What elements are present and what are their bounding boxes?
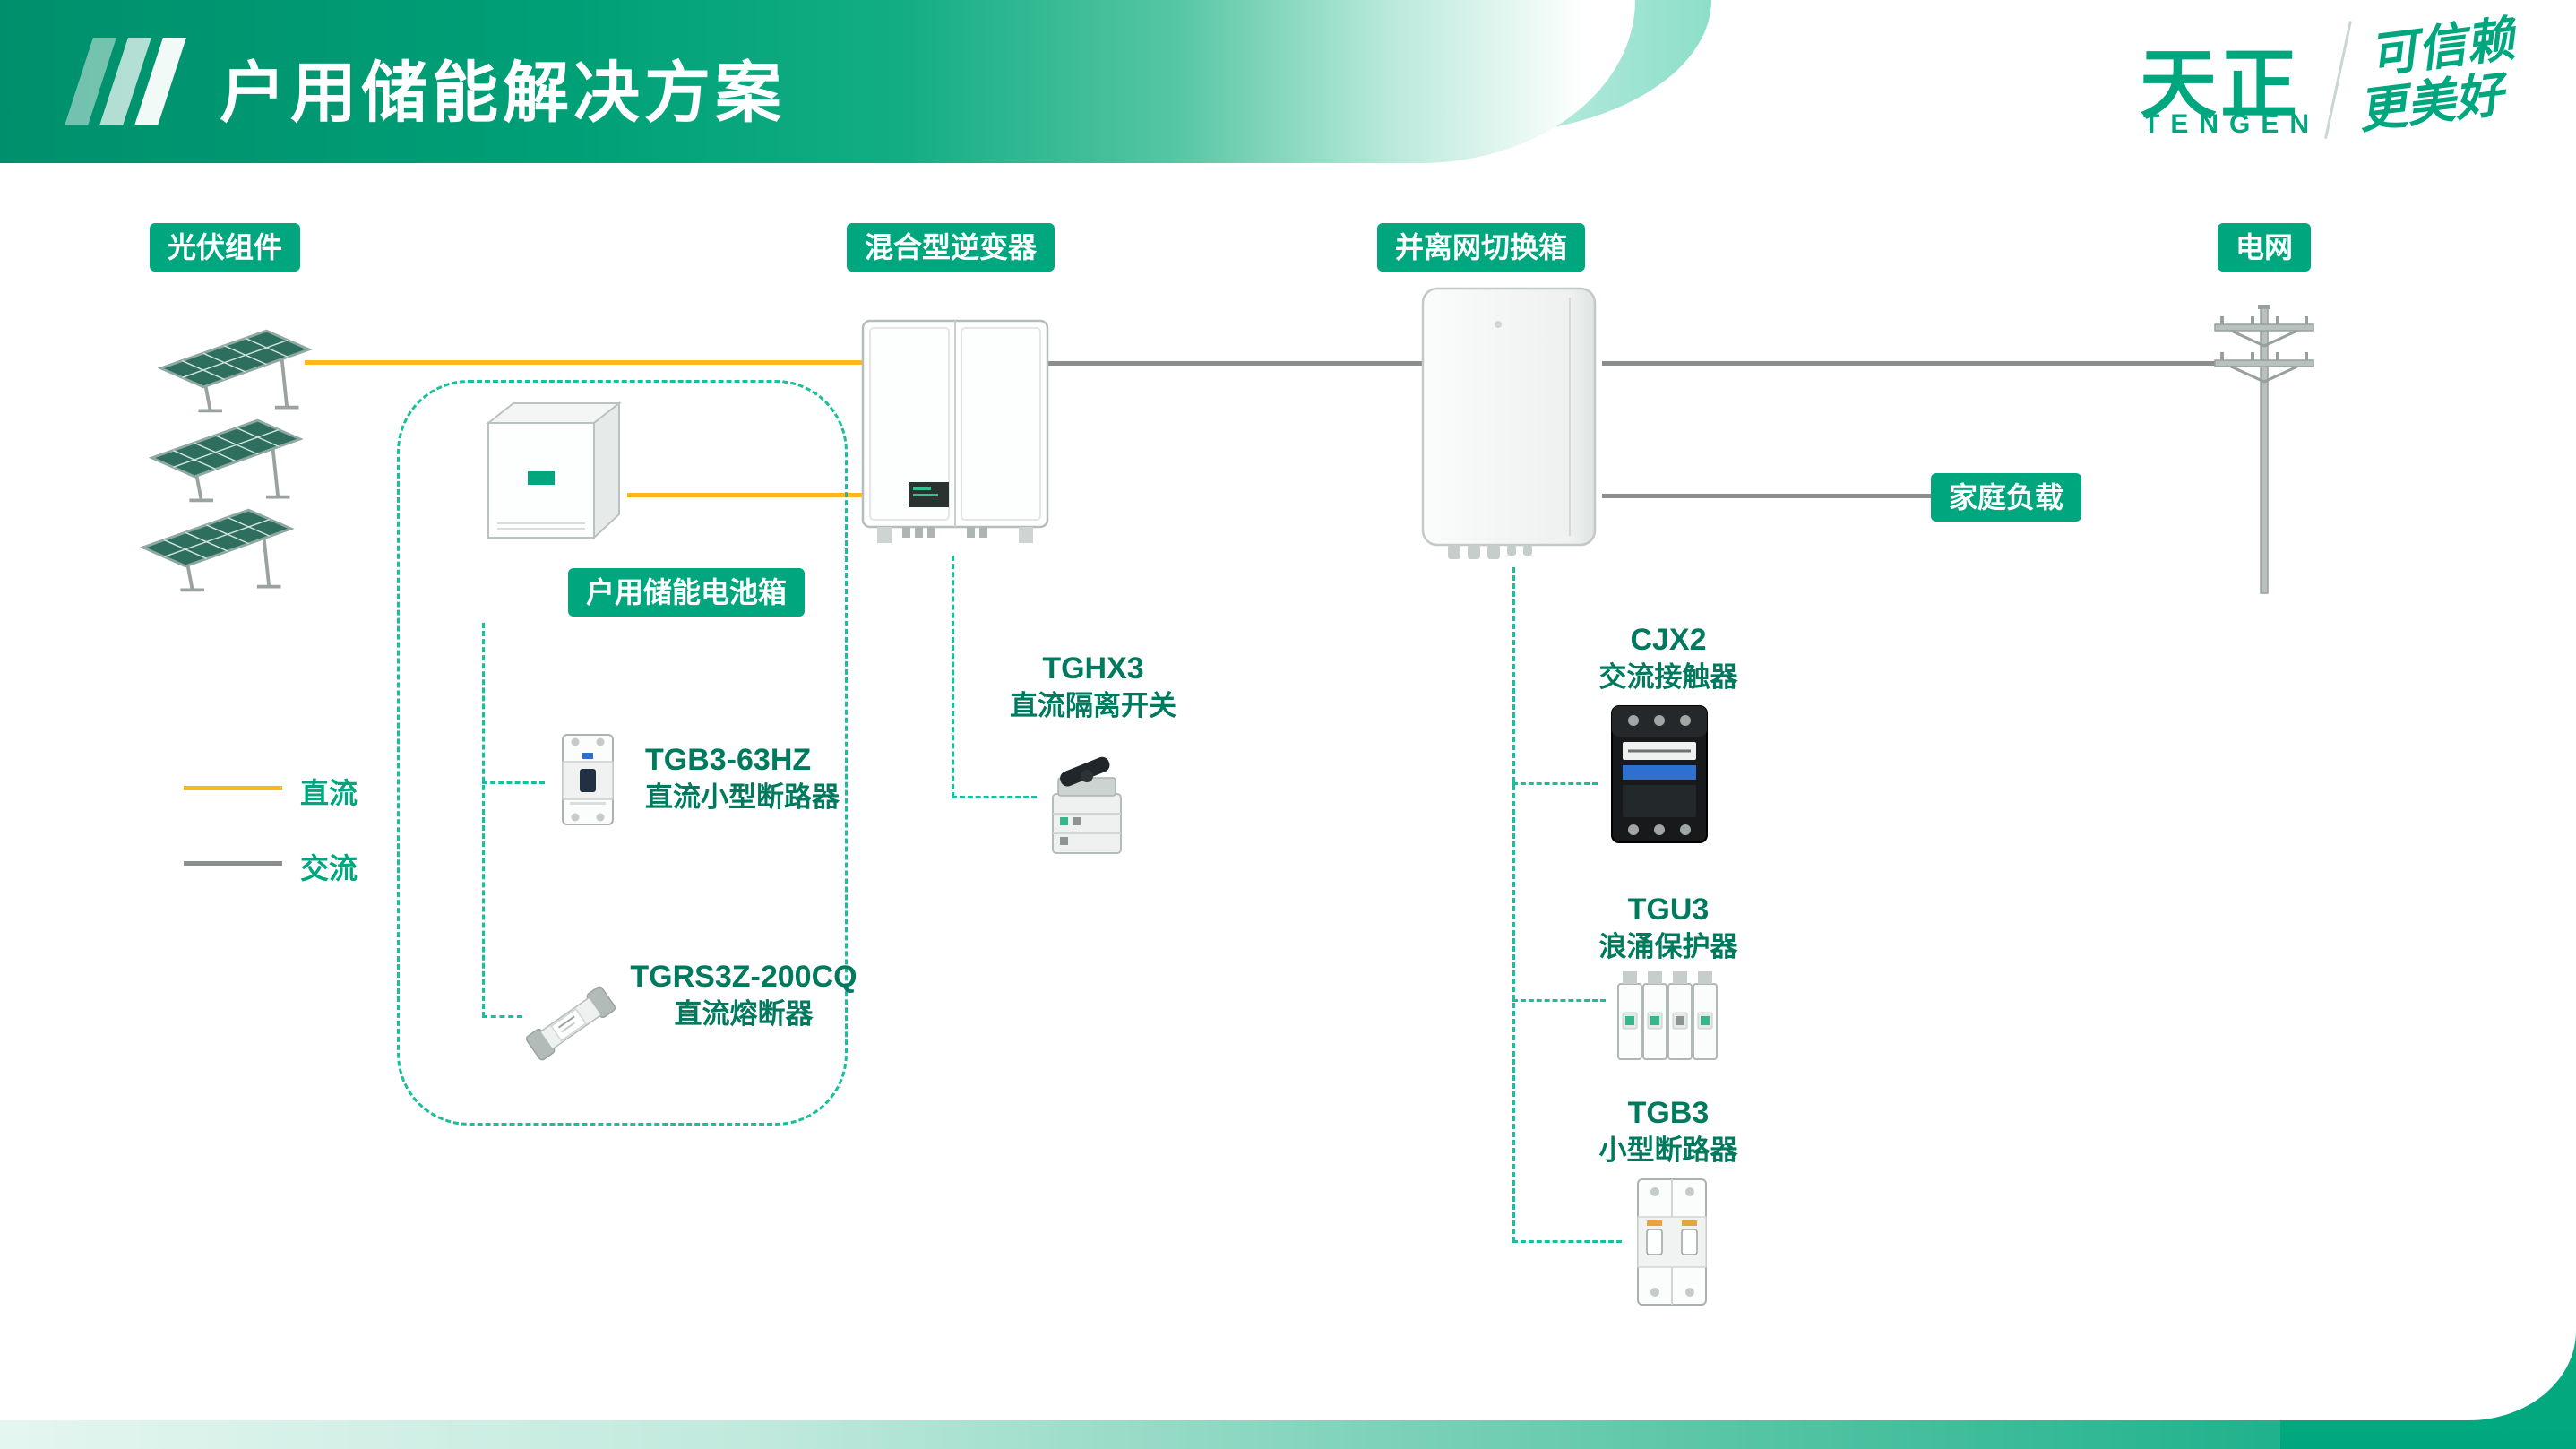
dashed-connector-to-dc-fuse <box>482 1015 522 1018</box>
dc-line-battery-to-inverter <box>627 493 863 497</box>
dc-isolator-caption: TGHX3 直流隔离开关 <box>1010 651 1176 722</box>
legend-dc-line <box>184 786 282 790</box>
dashed-connector-to-surge-protector <box>1512 999 1606 1002</box>
inverter-icon <box>861 319 1049 543</box>
ac-contactor-caption: CJX2 交流接触器 <box>1598 623 1738 694</box>
title-bars-icon <box>65 38 186 125</box>
dashed-connector-to-dc-breaker <box>482 781 545 784</box>
node-label-switchbox: 并离网切换箱 <box>1377 223 1586 272</box>
ac-line-inverter-to-switchbox <box>1048 361 1423 366</box>
bottom-bar <box>0 1420 2576 1449</box>
ac-contactor-icon <box>1611 705 1708 843</box>
dc-fuse-icon <box>525 986 616 1061</box>
solar-panel-icon <box>159 329 311 413</box>
dc-breaker-caption: TGB3-63HZ 直流小型断路器 <box>645 743 840 814</box>
ac-line-switchbox-to-load <box>1602 494 1931 498</box>
mcb-caption: TGB3 小型断路器 <box>1598 1096 1738 1167</box>
dashed-connector-switchbox-vertical <box>1512 567 1515 1242</box>
ac-line-switchbox-to-grid <box>1602 361 2261 366</box>
dashed-connector-inverter-vertical <box>952 556 954 798</box>
brand-logo-en: TENGEN <box>2143 109 2321 139</box>
dc-isolator-icon <box>1052 756 1122 854</box>
node-label-battery: 户用储能电池箱 <box>568 568 806 617</box>
dashed-connector-to-ac-contactor <box>1512 782 1598 785</box>
surge-protector-caption: TGU3 浪涌保护器 <box>1598 893 1738 963</box>
bottom-corner-mask <box>2280 1324 2576 1420</box>
legend-dc-label: 直流 <box>300 777 358 809</box>
page-title: 户用储能解决方案 <box>220 56 786 130</box>
node-label-home-load: 家庭负载 <box>1931 473 2082 522</box>
node-label-pv: 光伏组件 <box>150 223 301 272</box>
dc-line-pv-to-inverter <box>305 360 863 365</box>
battery-box-icon <box>486 401 622 540</box>
solar-panel-icon <box>141 508 293 592</box>
node-label-grid: 电网 <box>2218 223 2312 272</box>
legend-ac-label: 交流 <box>300 852 358 884</box>
dc-fuse-caption: TGRS3Z-200CQ 直流熔断器 <box>630 960 857 1031</box>
legend-ac-line <box>184 861 282 866</box>
dashed-connector-to-mcb <box>1512 1240 1622 1243</box>
dashed-connector-to-dc-isolator <box>952 796 1037 798</box>
mcb-icon <box>1637 1178 1707 1306</box>
logo-divider <box>2324 21 2352 139</box>
header-banner <box>0 0 1635 163</box>
dc-breaker-icon <box>562 734 614 825</box>
solar-panel-icon <box>150 418 302 503</box>
dashed-connector-battery-vertical <box>482 623 485 1017</box>
node-label-inverter: 混合型逆变器 <box>847 223 1055 272</box>
switchbox-icon <box>1421 287 1597 559</box>
utility-pole-icon <box>2214 305 2314 594</box>
surge-protector-icon <box>1617 971 1718 1060</box>
battery-group-outline <box>397 380 848 1126</box>
brand-slogan: 可信赖 更美好 <box>2356 10 2524 141</box>
brand-logo: 天正 <box>2140 42 2301 128</box>
